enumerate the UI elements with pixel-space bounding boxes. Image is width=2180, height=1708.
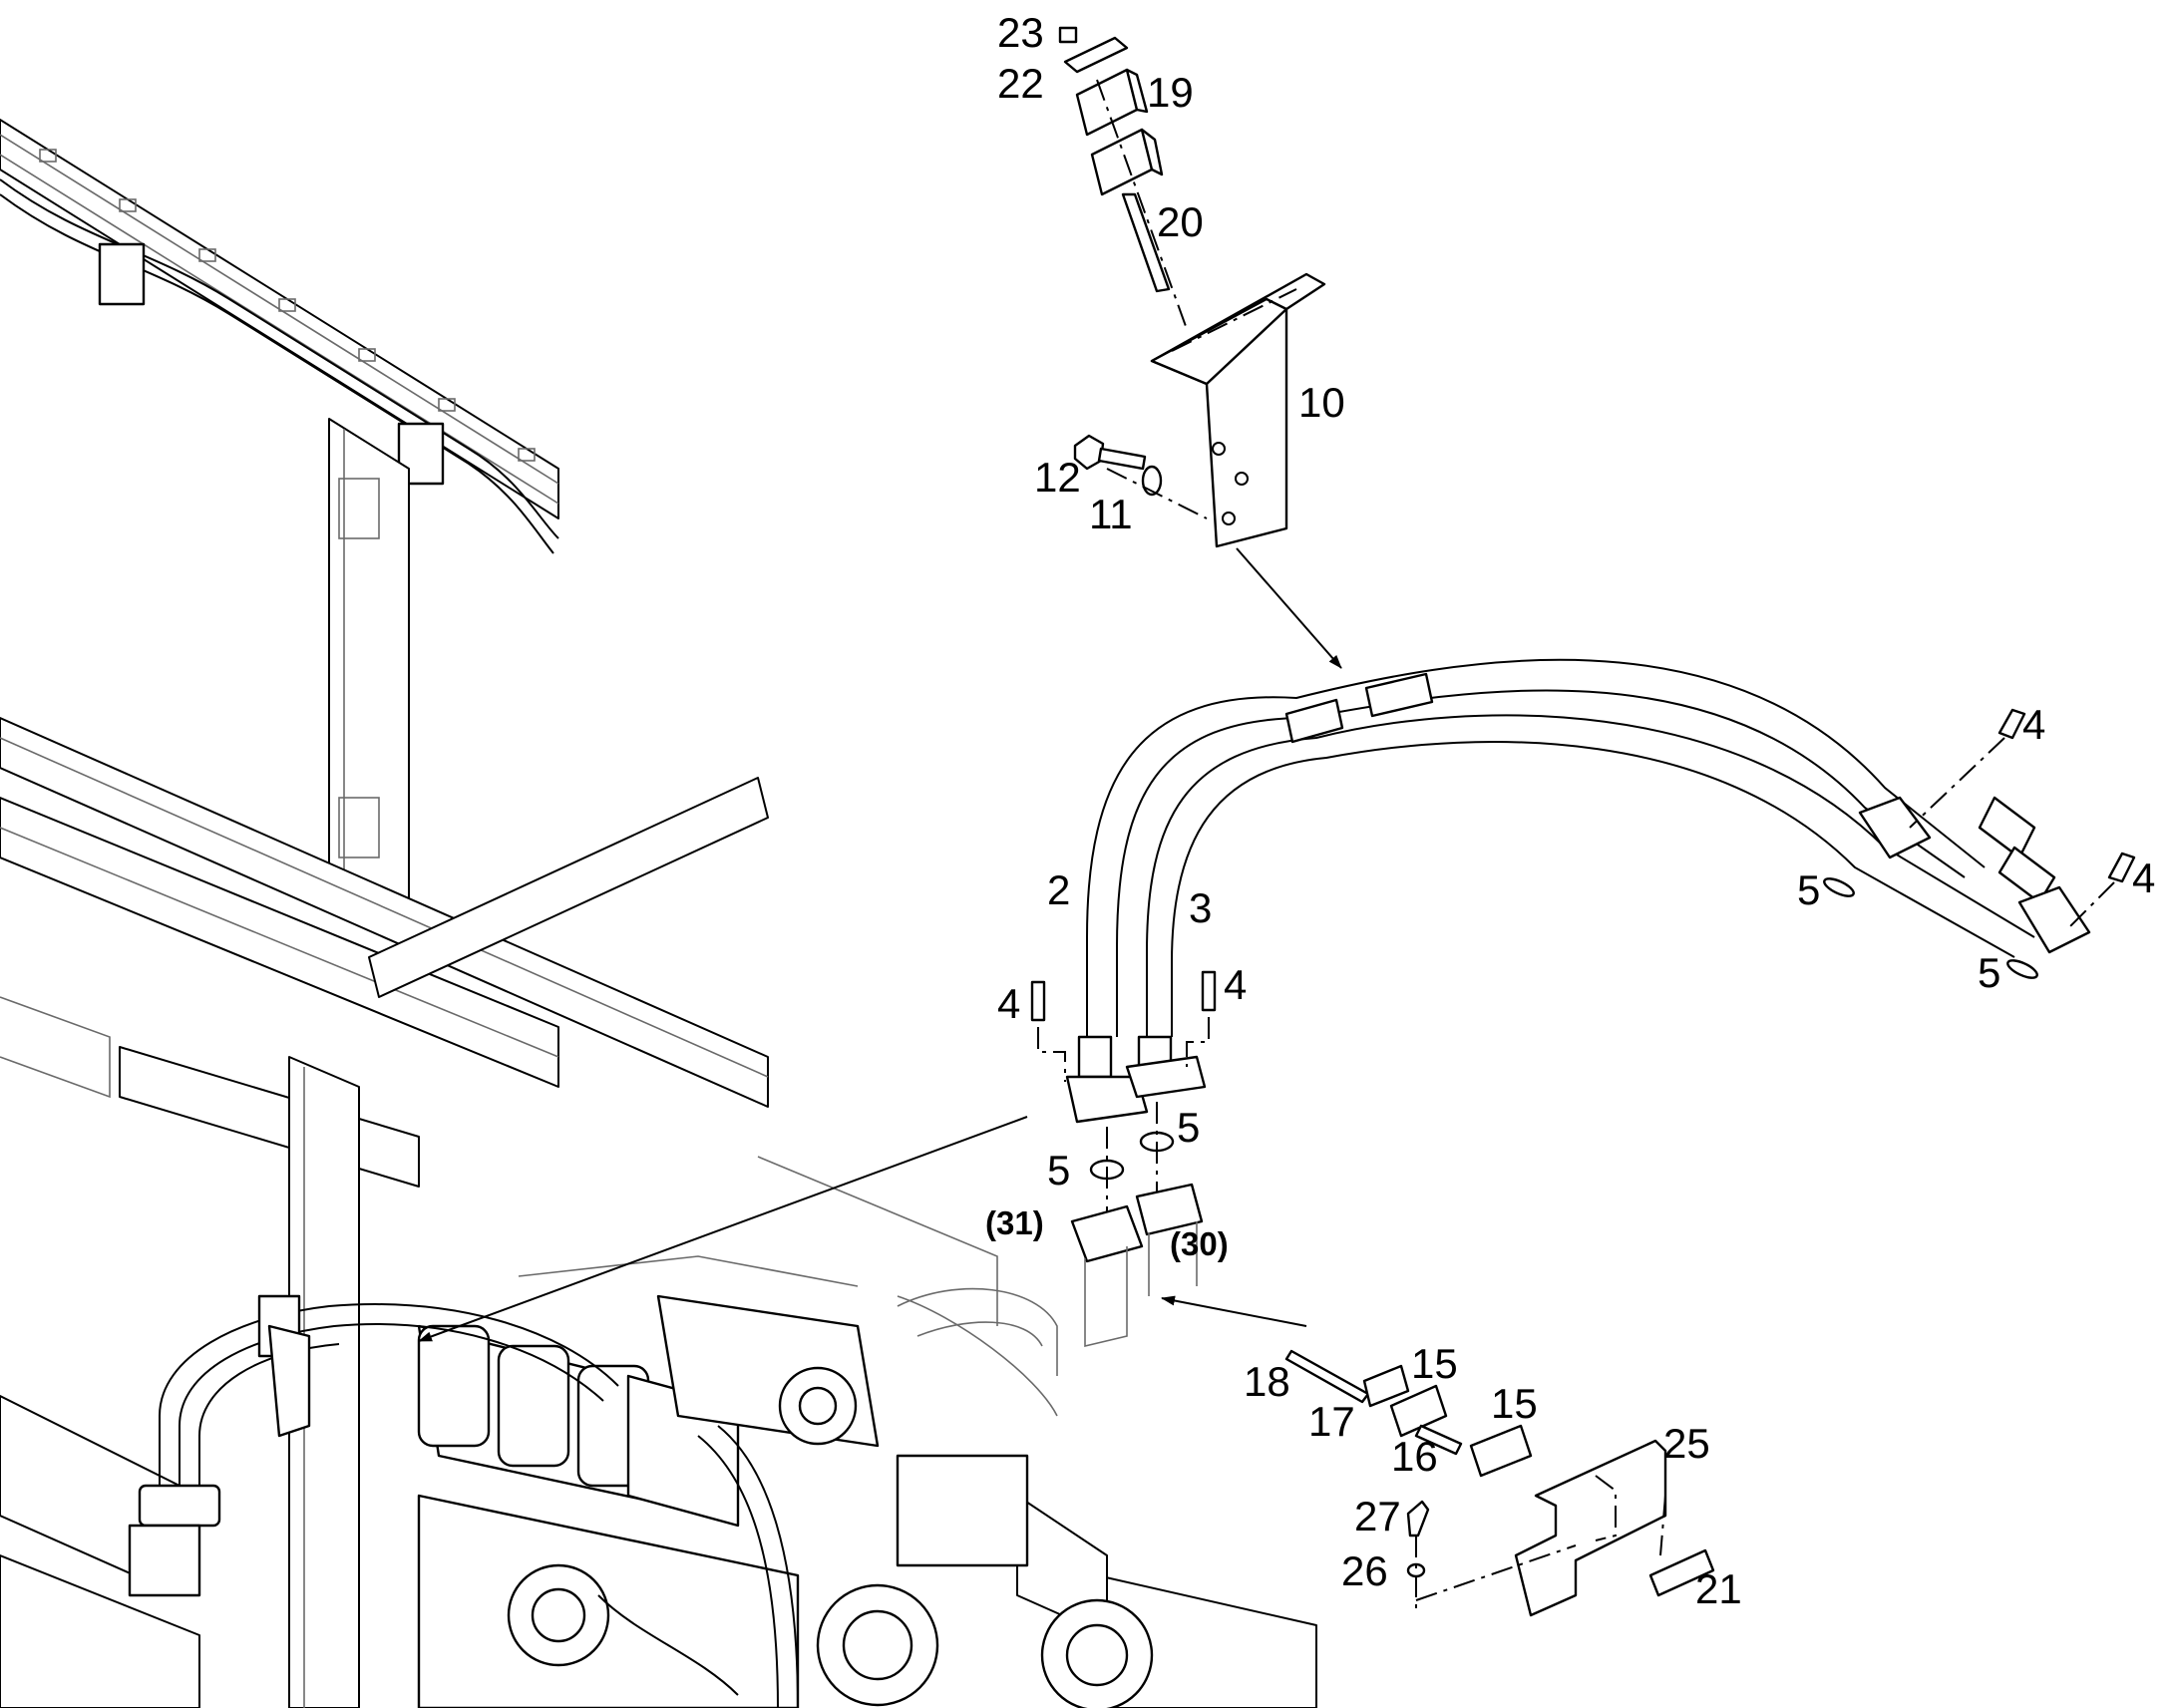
clamp-half-top-19 [1075,68,1139,137]
bracket-location-arrow [1236,547,1342,669]
callout-15-top: 15 [1411,1340,1458,1387]
bracket-10 [1150,272,1326,548]
machine-frame [0,119,1317,1708]
plate-22 [1063,36,1129,74]
callout-27: 27 [1354,1493,1401,1539]
bolt-12 [1073,434,1147,471]
callout-labels: 23 22 19 20 10 12 11 4 4 5 5 2 3 4 4 5 5… [985,9,2155,1612]
callout-18: 18 [1244,1358,1290,1405]
callout-16: 16 [1391,1433,1438,1480]
callout-4-right-mid: 4 [2132,854,2155,901]
callout-23: 23 [997,9,1044,56]
nut-23 [1058,26,1078,44]
callout-15-bottom: 15 [1491,1380,1538,1427]
washer-11 [1141,465,1163,497]
callout-21: 21 [1695,1565,1742,1612]
clamp-half-bottom-19 [1090,128,1154,196]
callout-4-left: 4 [997,980,1020,1027]
callout-11: 11 [1089,491,1133,537]
callout-3: 3 [1189,884,1212,931]
installed-location-arrow [418,1116,1028,1342]
spacer-16 [1414,1424,1463,1456]
callout-5-right-mid: 5 [1978,949,2000,996]
pump-assembly [417,1255,1154,1708]
callout-25: 25 [1663,1420,1710,1467]
screw-27 [1406,1500,1430,1537]
callout-5-left: 5 [1047,1147,1070,1194]
callout-17: 17 [1308,1398,1355,1445]
callout-22: 22 [997,60,1044,107]
callout-5-right-top: 5 [1797,866,1820,913]
lower-bracket-group [1284,1349,1715,1617]
callout-26: 26 [1341,1547,1388,1594]
installed-hoses [128,1294,799,1708]
callout-12: 12 [1034,454,1081,501]
clamp-stack [1058,26,1188,330]
callout-20: 20 [1157,198,1204,245]
plate-17 [1362,1364,1410,1408]
bracket-25 [1514,1439,1667,1617]
hoses [1065,658,2091,1124]
mount-background [897,1287,1058,1376]
right-fasteners [1823,708,2136,979]
clamp-15-top [1389,1384,1448,1438]
center-fasteners [1030,970,1217,1216]
callout-2: 2 [1047,866,1070,913]
callout-19: 19 [1147,69,1194,116]
mount-location-arrow [1161,1295,1307,1327]
callout-4-center: 4 [1224,961,1247,1008]
port-flanges [1070,1183,1204,1348]
reference-31: (31) [985,1204,1044,1241]
callout-10: 10 [1298,379,1345,426]
clamp-15-bottom [1469,1424,1533,1478]
callout-5-center: 5 [1177,1104,1200,1151]
callout-4-right-top: 4 [2022,701,2045,748]
reference-30: (30) [1170,1225,1229,1262]
stud-20 [1121,192,1171,293]
bolt-18 [1284,1349,1370,1404]
plate-21 [1648,1548,1715,1597]
